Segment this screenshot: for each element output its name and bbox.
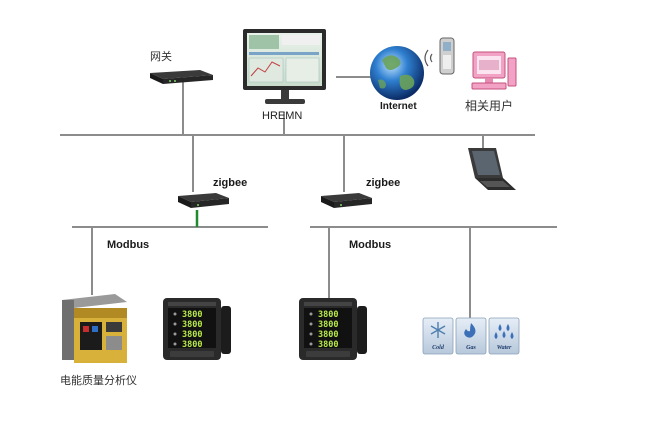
internet-globe-icon	[370, 46, 424, 100]
meter-right-row-indicator	[309, 332, 313, 336]
utility-tiles	[422, 317, 520, 355]
meter-left-reading: 3800	[182, 310, 202, 320]
meter-left-row-indicator	[173, 312, 177, 316]
zigbee-left-label: zigbee	[213, 177, 248, 189]
laptop-icon	[468, 148, 516, 190]
related-users-label: 相关用户	[465, 99, 514, 113]
meter-left-reading: 3800	[182, 340, 202, 350]
meter-right-row-indicator	[309, 322, 313, 326]
gateway-device-icon	[150, 70, 213, 84]
meter-right-reading: 3800	[318, 340, 338, 350]
meter-left-reading: 3800	[182, 320, 202, 330]
modbus-right-label: Modbus	[349, 239, 392, 251]
flame-icon	[464, 323, 476, 338]
meter-right-row-indicator	[309, 312, 313, 316]
meter-right-reading: 3800	[318, 310, 338, 320]
modbus-left-label: Modbus	[107, 239, 150, 251]
water-tile-label: Water	[496, 345, 512, 351]
internet-label: Internet	[380, 101, 417, 112]
water-tile	[488, 317, 520, 355]
meter-left-row-indicator	[173, 322, 177, 326]
zigbee-router-right-icon	[321, 193, 372, 208]
water-drops-icon	[494, 324, 514, 339]
power-analyzer-label: 电能质量分析仪	[60, 374, 137, 387]
meter-right-row-indicator	[309, 342, 313, 346]
meter-left-row-indicator	[173, 332, 177, 336]
meter-left-row-indicator	[173, 342, 177, 346]
gas-tile-label: Gas	[466, 345, 476, 351]
cold-tile-label: Cold	[432, 345, 444, 351]
user-computer-icon	[471, 51, 517, 90]
power-quality-analyzer-icon	[62, 294, 127, 363]
zigbee-right-label: zigbee	[366, 177, 401, 189]
zigbee-router-left-icon	[178, 193, 229, 208]
hremn-monitor-icon	[243, 29, 326, 104]
hremn-label: HREMN	[262, 110, 303, 122]
gateway-label: 网关	[150, 50, 172, 63]
meter-left-reading: 3800	[182, 330, 202, 340]
cold-tile	[422, 317, 454, 355]
meter-right-reading: 3800	[318, 330, 338, 340]
network-lines	[60, 76, 557, 318]
snowflake-icon	[430, 322, 446, 338]
meter-right-reading: 3800	[318, 320, 338, 330]
gas-tile	[455, 317, 487, 355]
mobile-phone-icon	[424, 37, 455, 75]
